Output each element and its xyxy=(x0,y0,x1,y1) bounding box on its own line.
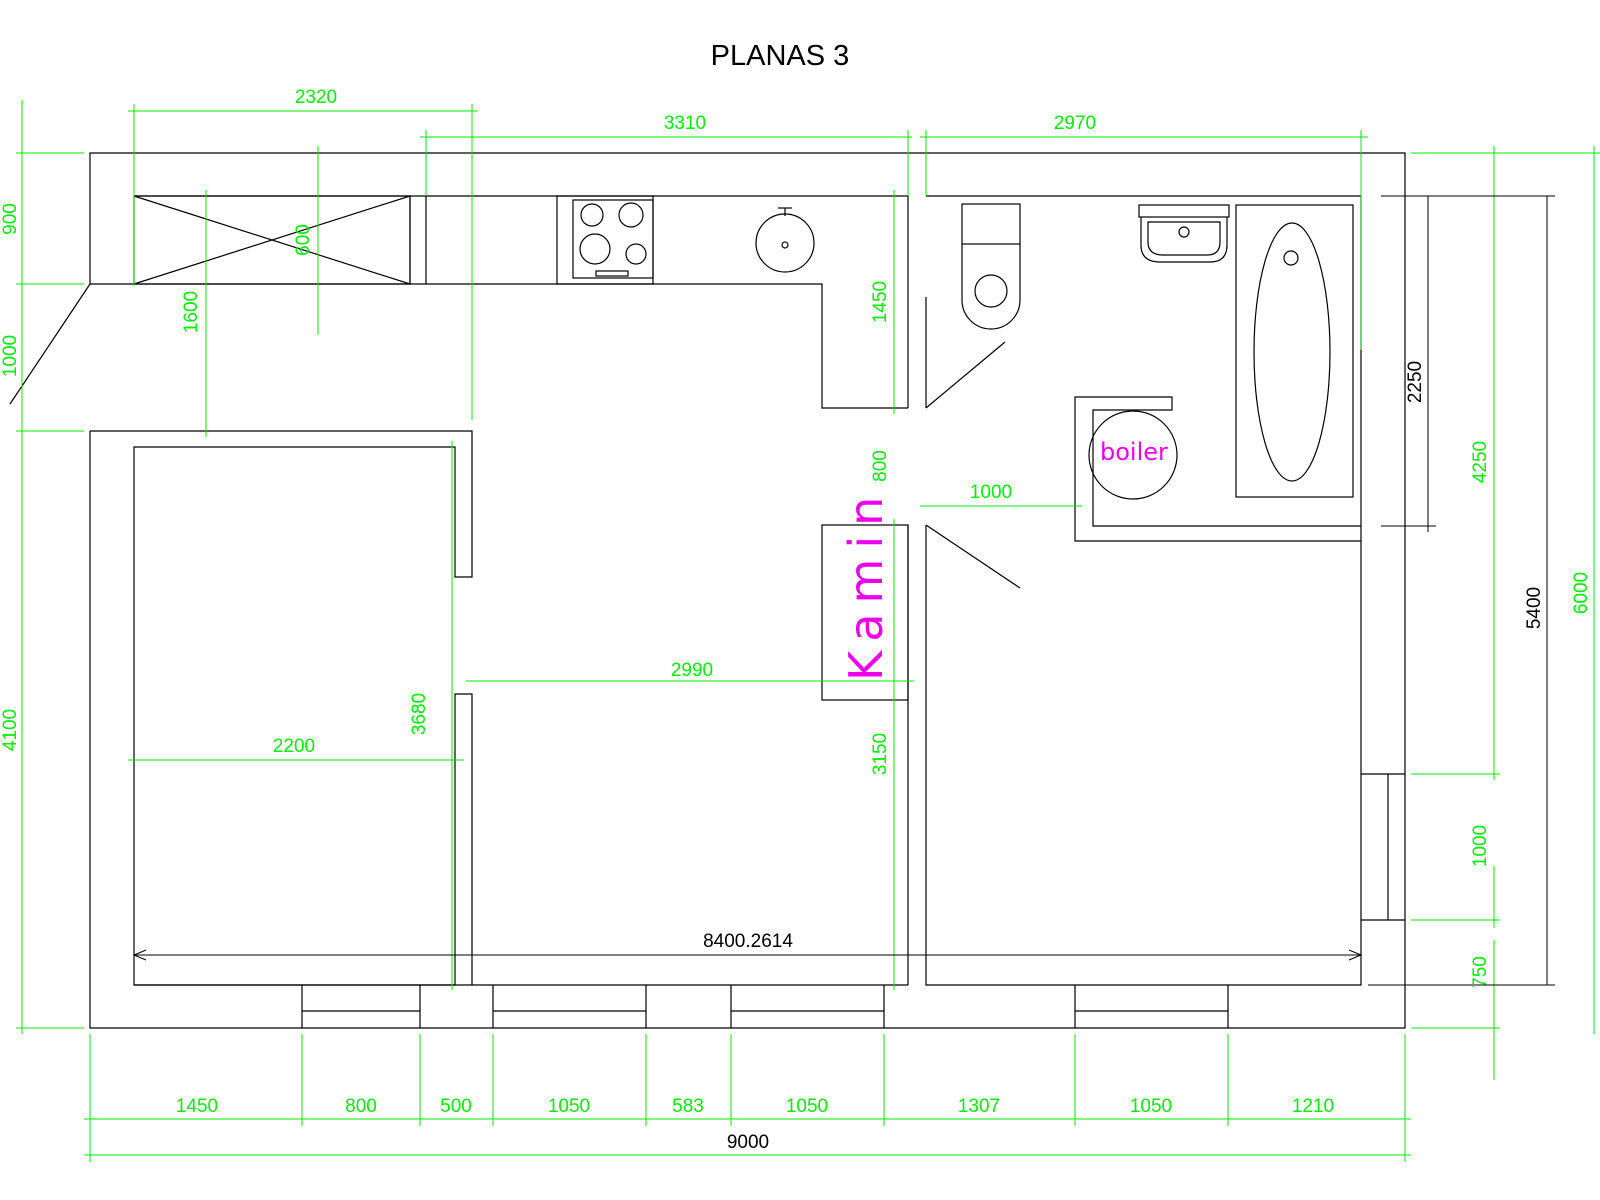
dim-bottom-800: 800 xyxy=(345,1096,377,1117)
window-4 xyxy=(1074,985,1229,1028)
fireplace xyxy=(821,524,909,701)
window-right xyxy=(1361,773,1405,921)
dim-left-4100: 4100 xyxy=(0,709,21,751)
dim-right-6000: 6000 xyxy=(1571,572,1592,614)
dim-right-4250: 4250 xyxy=(1470,441,1491,483)
dim-bottom-9000: 9000 xyxy=(727,1132,769,1153)
dim-2990: 2990 xyxy=(671,660,713,681)
dim-2200: 2200 xyxy=(273,736,315,757)
dim-3150: 3150 xyxy=(870,733,891,775)
dimension-labels: 2320 3310 2970 900 1000 4100 600 1600 14… xyxy=(0,87,1592,1153)
dim-2250: 2250 xyxy=(1405,361,1426,403)
wc-door-swing xyxy=(925,341,1006,409)
dim-bottom-1050-b: 1050 xyxy=(786,1096,828,1117)
entry-door-swing xyxy=(9,283,91,405)
window-2 xyxy=(492,985,647,1028)
outer-wall-upper xyxy=(89,152,1406,1029)
dim-800: 800 xyxy=(870,450,891,482)
dim-600: 600 xyxy=(293,224,314,256)
boiler-label: boiler xyxy=(1100,438,1168,466)
dim-bottom-583: 583 xyxy=(672,1096,704,1117)
kitchen-counter xyxy=(90,283,908,409)
dim-1600: 1600 xyxy=(181,291,202,333)
dim-bottom-1450: 1450 xyxy=(176,1096,218,1117)
dim-bottom-1050-a: 1050 xyxy=(548,1096,590,1117)
inner-wall-top xyxy=(134,195,909,408)
dim-bottom-1210: 1210 xyxy=(1292,1096,1334,1117)
dim-right-5400: 5400 xyxy=(1524,587,1545,629)
dim-left-900: 900 xyxy=(0,203,21,235)
dim-bottom-500: 500 xyxy=(440,1096,472,1117)
dim-top-3310: 3310 xyxy=(664,113,706,134)
plan-title: PLANAS 3 xyxy=(711,40,850,72)
dimension-lines xyxy=(16,100,1600,1162)
dim-1000-h: 1000 xyxy=(970,482,1012,503)
dim-bottom-1307: 1307 xyxy=(958,1096,1000,1117)
kamin-label: Kamin xyxy=(839,487,893,681)
dim-3680: 3680 xyxy=(409,693,430,735)
wardrobe xyxy=(133,195,411,285)
window-1 xyxy=(301,985,421,1028)
window-3 xyxy=(730,985,885,1028)
boiler xyxy=(1088,410,1178,500)
dim-left-1000: 1000 xyxy=(0,335,21,377)
kitchen-sink xyxy=(755,207,815,273)
cooktop xyxy=(556,195,654,285)
dim-right-750: 750 xyxy=(1470,956,1491,988)
left-room-wall xyxy=(90,430,473,986)
living-door-swing xyxy=(925,524,1021,589)
dim-8400: 8400.2614 xyxy=(703,931,793,952)
dim-top-2970: 2970 xyxy=(1054,113,1096,134)
bathroom-sink xyxy=(1138,204,1230,263)
bathtub xyxy=(1235,204,1354,498)
dimension-lines-black xyxy=(132,195,1555,986)
toilet xyxy=(961,203,1021,330)
dim-right-1000: 1000 xyxy=(1470,825,1491,867)
dim-1450: 1450 xyxy=(870,281,891,323)
dim-bottom-1050-c: 1050 xyxy=(1130,1096,1172,1117)
middle-partition-right xyxy=(925,396,1362,986)
dim-top-2320: 2320 xyxy=(295,87,337,108)
fixtures xyxy=(133,195,1354,701)
